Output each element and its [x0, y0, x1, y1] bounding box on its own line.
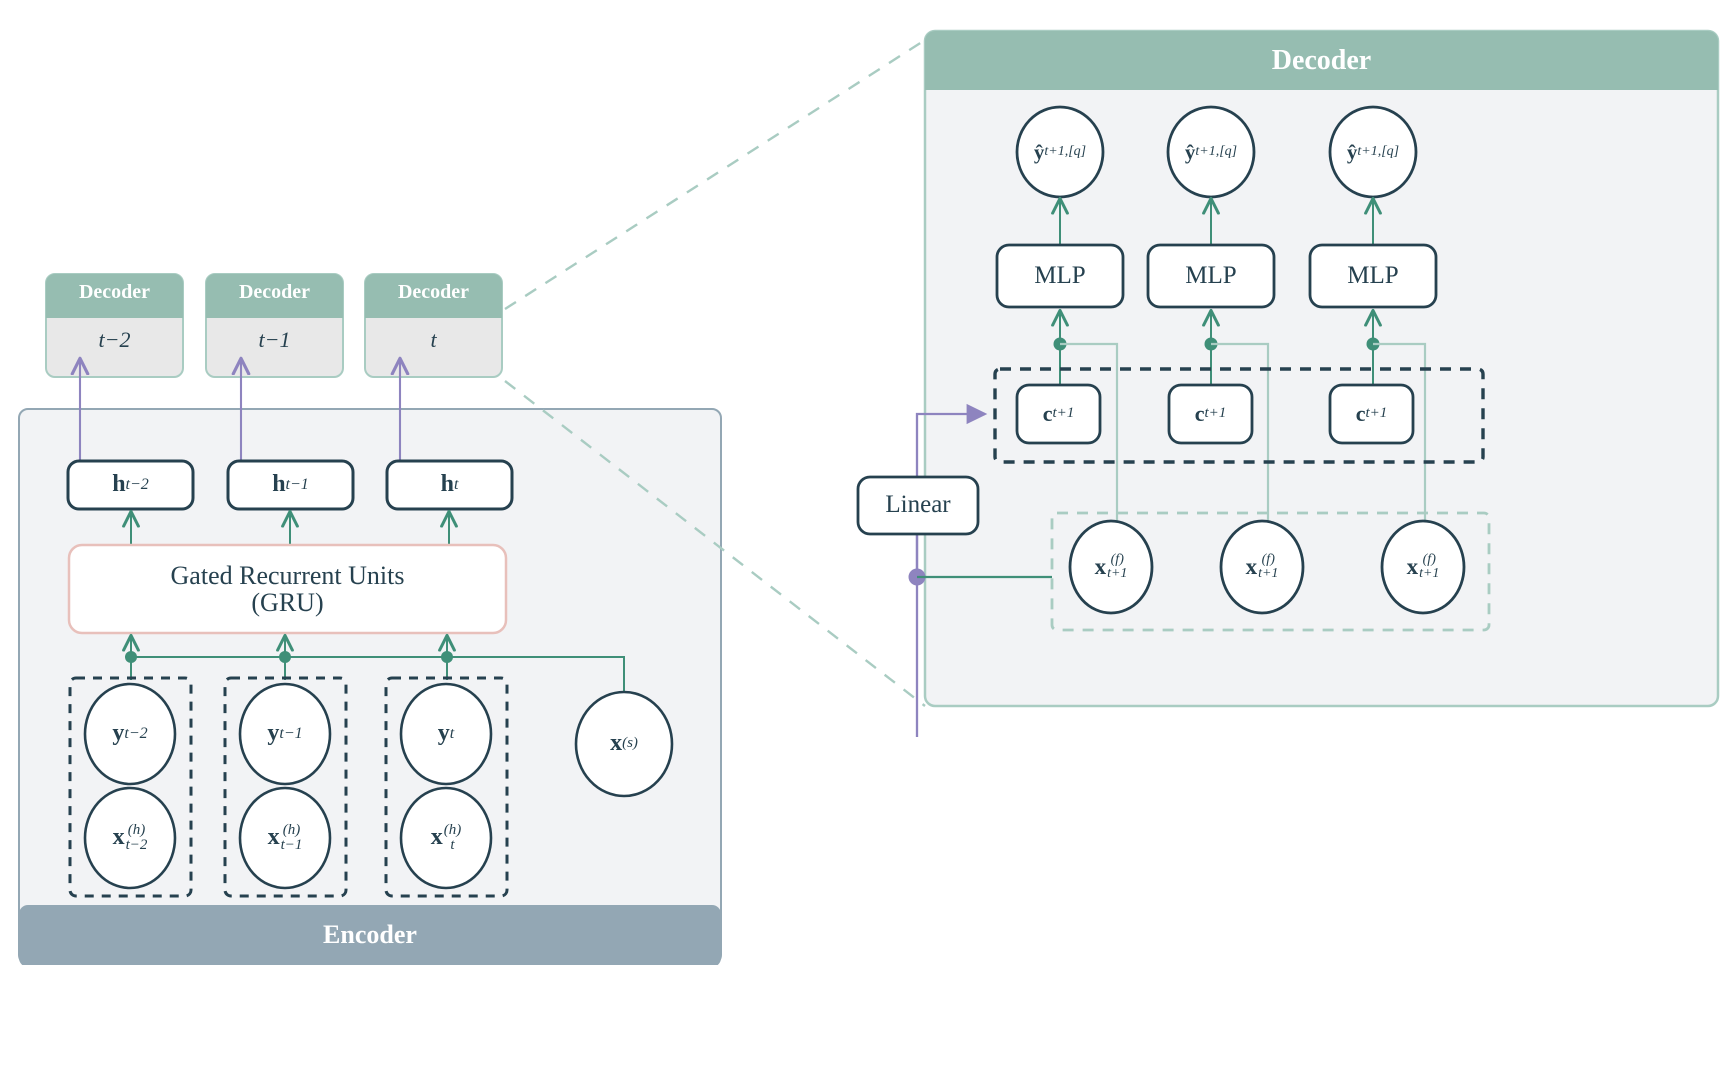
- decoder-output-circles: [1015, 105, 1418, 199]
- zoom-guide-lines: [504, 38, 926, 707]
- encoder-input-groups: [68, 676, 509, 898]
- context-group-dashed: [993, 367, 1485, 464]
- static-input-bus: [125, 651, 625, 707]
- decoder-step-cards: [45, 273, 503, 378]
- future-covariate-group-dashed: [1050, 511, 1491, 632]
- hidden-state-boxes: [66, 459, 514, 511]
- context-boxes: [1015, 383, 1415, 445]
- gru-to-hidden-arrows: [131, 513, 449, 545]
- hidden-to-decoder-arrows: [80, 360, 400, 462]
- future-covariate-skip-links: [1060, 342, 1427, 533]
- linear-box: [856, 475, 980, 536]
- encoder-input-circles: [83, 682, 674, 890]
- gru-box: [67, 543, 508, 635]
- future-covariate-circles: [1068, 519, 1466, 615]
- mlp-to-output-arrows: [1060, 200, 1373, 247]
- mlp-boxes: [995, 243, 1438, 309]
